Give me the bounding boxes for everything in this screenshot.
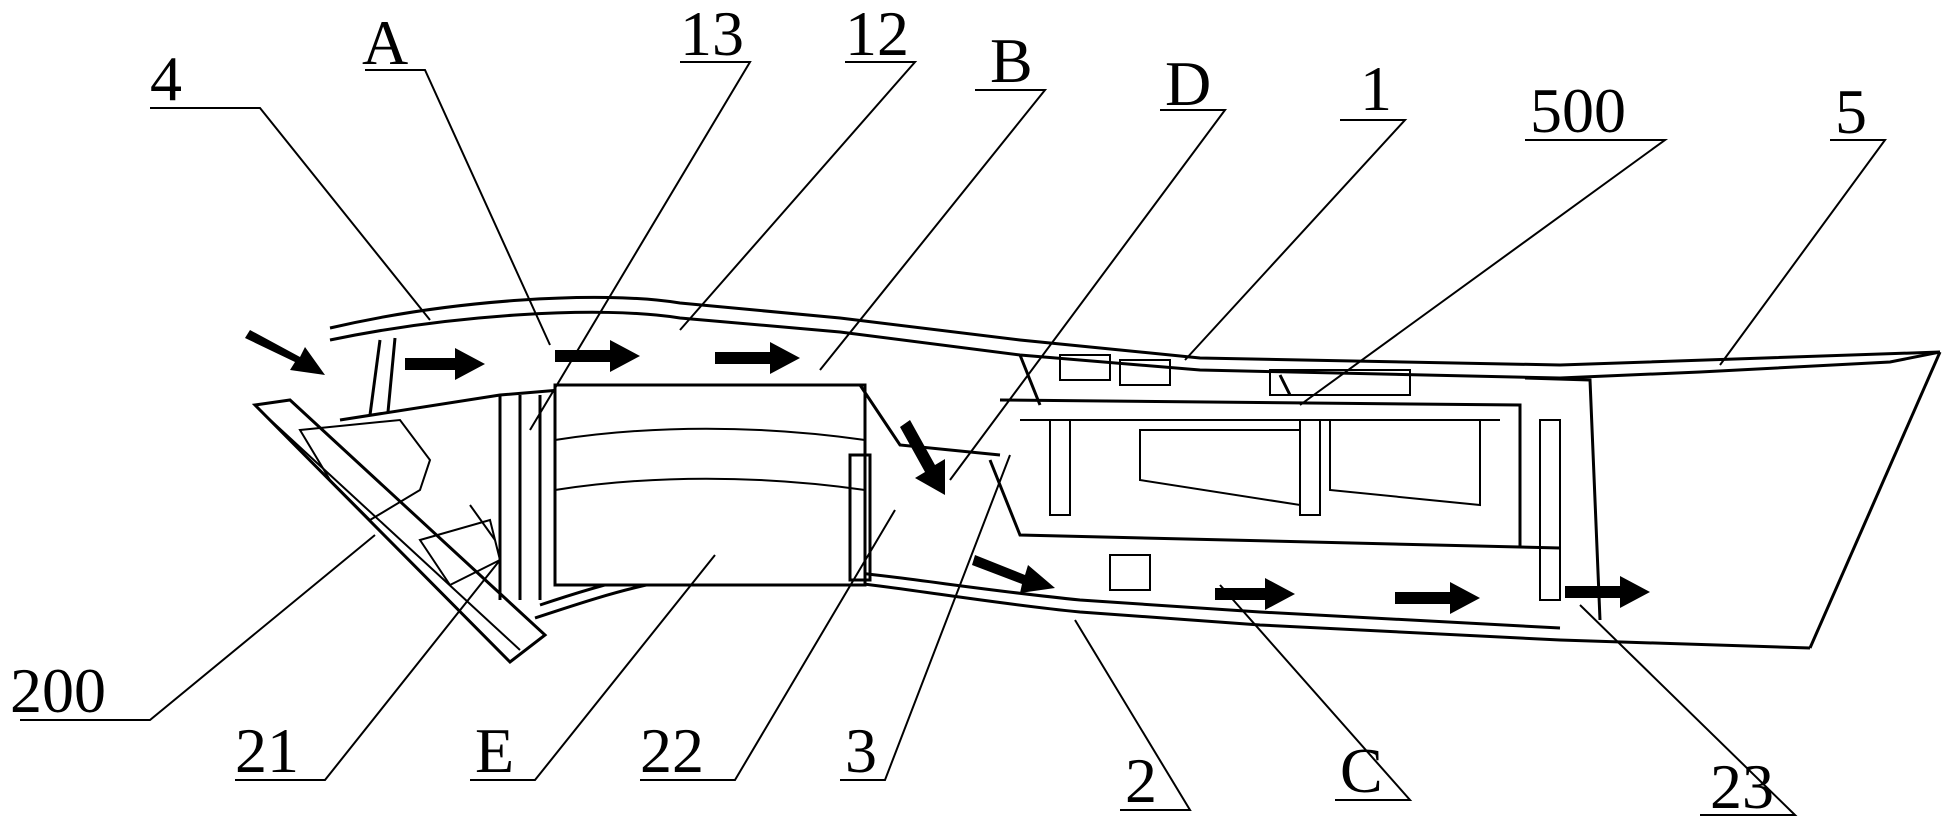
motor-chamber xyxy=(500,385,870,600)
label-d: D xyxy=(1165,48,1211,119)
arrow-a1 xyxy=(405,348,485,380)
label-12: 12 xyxy=(845,0,909,69)
label-22: 22 xyxy=(640,715,704,786)
upper-shell xyxy=(330,297,1940,378)
label-200: 200 xyxy=(10,655,106,726)
arrow-exit xyxy=(1565,576,1650,608)
label-3: 3 xyxy=(845,715,877,786)
label-500: 500 xyxy=(1530,75,1626,146)
label-4: 4 xyxy=(150,43,182,114)
label-e: E xyxy=(475,715,514,786)
arrow-intake xyxy=(245,330,325,375)
label-13: 13 xyxy=(680,0,744,69)
head-housing xyxy=(255,338,560,662)
arrow-c1 xyxy=(972,555,1055,593)
arrow-b xyxy=(715,342,800,374)
label-21: 21 xyxy=(235,715,299,786)
label-c: C xyxy=(1340,735,1383,806)
label-b: B xyxy=(990,25,1033,96)
arrow-c3 xyxy=(1395,582,1480,614)
label-2: 2 xyxy=(1125,745,1157,816)
label-23: 23 xyxy=(1710,751,1774,822)
label-a: A xyxy=(362,7,408,78)
label-5: 5 xyxy=(1835,76,1867,147)
arrow-d xyxy=(900,420,945,495)
label-1: 1 xyxy=(1360,53,1392,124)
